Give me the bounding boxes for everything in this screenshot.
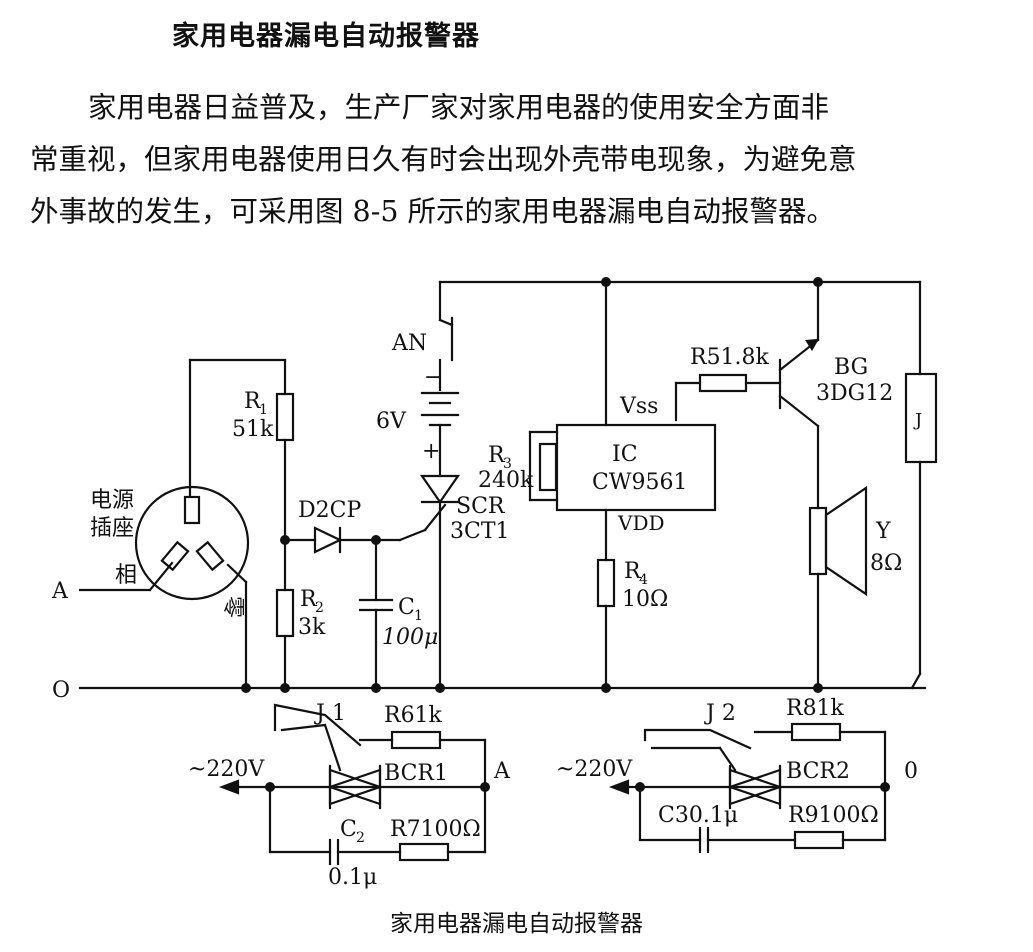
label-bcr1: BCR1: [384, 761, 448, 786]
label-vss: Vss: [619, 394, 658, 419]
junction-dot: [880, 782, 890, 792]
label-220v-left: ~220V: [188, 757, 265, 782]
resistor-r7: [398, 842, 450, 862]
label-r1: R: [244, 389, 262, 414]
resistor-r5: [698, 373, 748, 393]
label-bg: BG: [834, 355, 868, 380]
label-r6: R61k: [384, 703, 443, 728]
page-title: 家用电器漏电自动报警器: [172, 21, 480, 52]
label-an: AN: [391, 331, 427, 356]
label-battery-minus: −: [424, 365, 442, 390]
label-socket: 插座: [90, 516, 134, 541]
speaker-coil: [808, 506, 828, 576]
junction-dot: [280, 535, 290, 545]
label-r3-sub: 3: [503, 456, 512, 472]
relay-coil: [904, 372, 938, 464]
label-r3-value: 240k: [478, 468, 534, 493]
label-ic: IC: [612, 442, 638, 467]
label-c2: C: [340, 817, 357, 842]
resistor-r4: [596, 558, 616, 608]
label-speaker-value: 8Ω: [870, 551, 902, 576]
junction-dot: [813, 683, 823, 693]
label-220v-right: ~220V: [556, 757, 633, 782]
power-socket: [134, 485, 250, 601]
label-r2: R: [300, 587, 318, 612]
label-scr-model: 3CT1: [450, 519, 510, 544]
label-c1: C: [398, 595, 415, 620]
speaker-cone: [824, 485, 868, 597]
ic-chip: [555, 423, 717, 512]
label-r7: R7100Ω: [390, 817, 481, 842]
resistor-r8: [790, 722, 842, 742]
label-j2: J 2: [704, 701, 736, 726]
label-bg-model: 3DG12: [816, 381, 893, 406]
label-d2cp: D2CP: [298, 498, 361, 523]
paragraph-line: 家用电器日益普及，生产厂家对家用电器的使用安全方面非: [88, 91, 830, 124]
label-relay: J: [913, 410, 922, 431]
junction-dot: [601, 683, 611, 693]
label-r8: R81k: [786, 696, 845, 721]
resistor-r2: [275, 588, 295, 638]
label-phase: 相: [115, 563, 137, 588]
junction-dot: [280, 683, 290, 693]
label-c2-value: 0.1μ: [328, 865, 377, 890]
label-r4-value: 10Ω: [622, 587, 668, 612]
junction-dot: [371, 683, 381, 693]
label-ic-model: CW9561: [592, 470, 687, 495]
junction-dot: [265, 782, 275, 792]
label-c2-sub: 2: [356, 830, 365, 846]
junction-dot: [435, 683, 445, 693]
label-bcr2: BCR2: [786, 759, 850, 784]
label-scr: SCR: [456, 494, 506, 519]
figure-caption: 家用电器漏电自动报警器: [390, 911, 643, 937]
scr-symbol: [419, 474, 461, 504]
label-vdd: VDD: [617, 511, 665, 535]
label-c1-value: 100μ: [382, 625, 438, 650]
label-line-a: A: [51, 579, 69, 604]
paragraph-line: 常重视，但家用电器使用日久有时会出现外壳带电现象，为避免意: [30, 143, 857, 176]
arrow-left: [218, 779, 240, 795]
intro-paragraph: 家用电器日益普及，生产厂家对家用电器的使用安全方面非 常重视，但家用电器使用日久…: [30, 82, 1005, 238]
label-r2-sub: 2: [315, 600, 324, 616]
label-r3: R: [488, 443, 506, 468]
label-r1-value: 51k: [232, 417, 274, 442]
label-battery-plus: +: [422, 439, 440, 464]
label-node-o: 0: [904, 759, 918, 784]
label-neutral: 零: [220, 596, 245, 618]
label-socket: 电源: [90, 488, 134, 513]
label-r1-sub: 1: [259, 402, 268, 418]
junction-dot: [480, 782, 490, 792]
label-battery-voltage: 6V: [376, 409, 407, 434]
zener-d2cp: [313, 526, 343, 554]
junction-dot: [813, 277, 823, 287]
label-r4: R: [624, 559, 642, 584]
arrow-left: [608, 779, 630, 795]
resistor-r9: [793, 830, 845, 850]
label-j1: J 1: [314, 701, 346, 726]
junction-dot: [635, 782, 645, 792]
junction-dot: [241, 683, 251, 693]
label-speaker: Y: [875, 519, 891, 544]
junction-dot: [601, 277, 611, 287]
label-r2-value: 3k: [298, 615, 326, 640]
junction-dot: [371, 535, 381, 545]
label-c1-sub: 1: [414, 608, 423, 624]
label-line-o: O: [52, 678, 70, 703]
label-node-a: A: [493, 759, 511, 784]
paragraph-line: 外事故的发生，可采用图 8-5 所示的家用电器漏电自动报警器。: [30, 195, 836, 228]
resistor-r6: [390, 730, 442, 750]
label-r9: R9100Ω: [788, 803, 879, 828]
label-c3: C30.1μ: [658, 803, 738, 828]
label-r5: R51.8k: [690, 345, 770, 370]
resistor-r1: [275, 392, 295, 442]
resistor-r3: [538, 442, 558, 492]
label-r4-sub: 4: [639, 572, 648, 588]
